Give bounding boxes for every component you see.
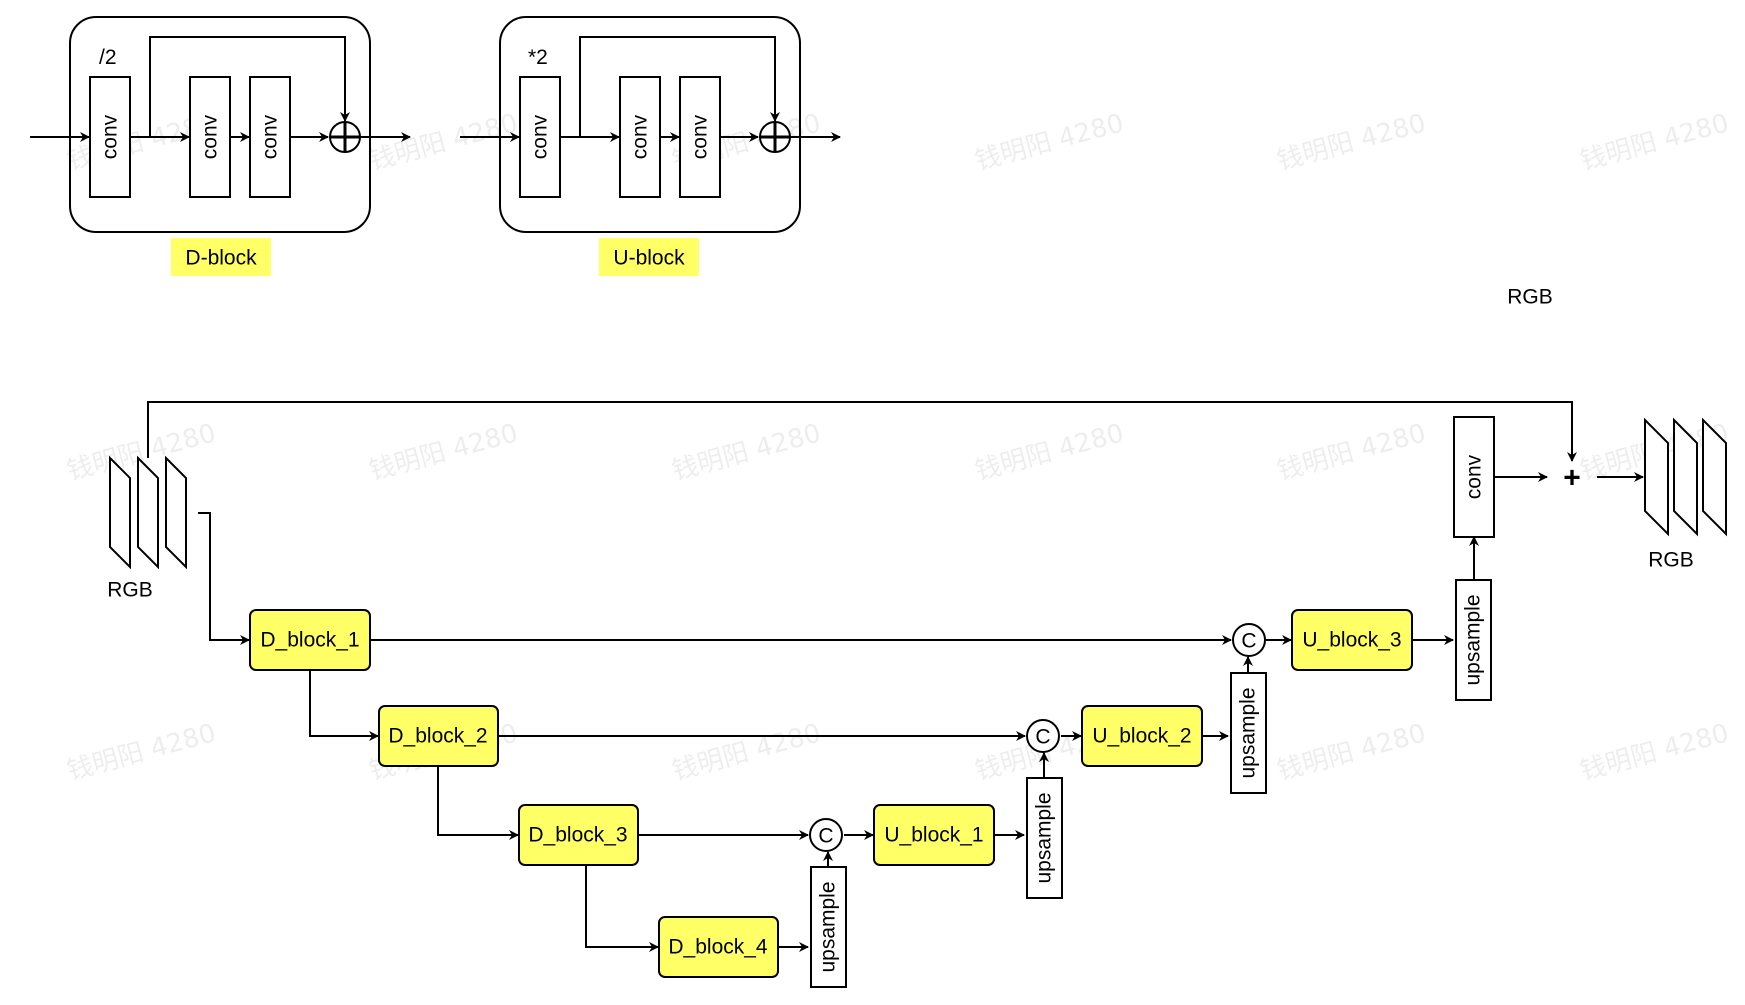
d-block-1 [249,609,371,671]
d-block-container [69,16,371,233]
d-block-1-label: D_block_1 [260,629,359,652]
watermark: 钱明阳 4280 [669,418,824,486]
concat-node-3-label: C [1241,630,1256,653]
final-conv-label: conv [1463,454,1486,499]
d-block-legend: conv /2 conv conv D-block [30,16,411,276]
watermark: 钱明阳 4280 [366,418,521,486]
floating-rgb-label: RGB [1507,286,1553,309]
upsample-2 [1026,777,1063,899]
final-conv [1453,416,1495,538]
watermark: 钱明阳 4280 [1274,108,1429,176]
upsample-3-label: upsample [1237,687,1260,778]
u-block-3-label: U_block_3 [1302,629,1401,652]
input-to-d-block-1-arrow [198,512,250,645]
d-block-conv-1 [89,76,131,198]
input-rgb-label: RGB [107,579,153,602]
u-block-container [499,16,801,233]
u-block-title-highlight [599,238,699,276]
concat-node-1-label: C [818,825,833,848]
concat-node-2 [1026,719,1060,753]
watermark: 钱明阳 4280 [64,718,219,786]
d-block-sum-symbol [329,121,361,153]
upsample-2-label: upsample [1033,792,1056,883]
u-block-skip-connection [579,36,780,137]
d-block-4 [658,916,779,978]
d-block-conv-3 [249,76,291,198]
concat-node-2-label: C [1035,726,1050,749]
d-block-conv-1-label: conv [99,114,122,159]
d-block-2 [378,705,499,767]
upsample-3 [1230,672,1267,794]
watermark: 钱明阳 4280 [1577,718,1732,786]
d-block-3-to-d-block-4-arrow [585,865,659,952]
watermark: 钱明阳 4280 [366,108,521,176]
input-rgb-stack [109,455,187,570]
d-block-4-label: D_block_4 [668,936,768,959]
output-rgb-label: RGB [1648,549,1694,572]
u-block-2-label: U_block_2 [1092,725,1191,748]
u-block-1-label: U_block_1 [884,824,983,847]
concat-node-1 [809,818,843,852]
upsample-1 [810,866,847,988]
upsample-4-label: upsample [1462,594,1485,685]
u-block-conv-2 [619,76,661,198]
u-block-conv-3 [679,76,721,198]
u-block-title: U-block [613,247,685,270]
d-block-1-to-d-block-2-arrow [309,670,379,741]
d-block-conv-2-label: conv [199,114,222,159]
u-block-1 [873,804,995,866]
output-rgb-stack [1644,417,1727,537]
u-block-conv-1 [519,76,561,198]
watermark: 钱明阳 4280 [972,418,1127,486]
watermark: 钱明阳 4280 [1577,108,1732,176]
upsample-1-label: upsample [817,881,840,972]
watermark: 钱明阳 4280 [972,108,1127,176]
watermark: 钱明阳 4280 [1274,718,1429,786]
u-block-sum-symbol [759,121,791,153]
u-block-conv-1-label: conv [529,114,552,159]
watermark: 钱明阳 4280 [1274,418,1429,486]
d-block-conv-2 [189,76,231,198]
u-block-scale-note: *2 [528,46,548,69]
unet-network: RGB D_block_1 D_block_2 [107,401,1727,988]
d-block-3 [518,804,639,866]
concat-node-3 [1232,623,1266,657]
d-block-title: D-block [185,247,257,270]
u-block-2 [1081,705,1203,767]
watermark: 钱明阳 4280 [669,718,824,786]
d-block-2-label: D_block_2 [388,725,487,748]
sum-symbol: + [1563,462,1581,495]
d-block-2-to-d-block-3-arrow [437,766,519,840]
d-block-skip-connection [149,36,350,137]
d-block-3-label: D_block_3 [528,824,627,847]
d-block-scale-note: /2 [99,46,117,69]
d-block-conv-3-label: conv [259,114,282,159]
d-block-title-highlight [171,238,271,276]
upsample-4 [1455,579,1492,701]
u-block-conv-2-label: conv [629,114,652,159]
u-block-3 [1291,609,1413,671]
u-block-legend: conv *2 conv conv U-block [460,16,841,276]
global-skip-connection [147,401,1577,462]
u-block-conv-3-label: conv [689,114,712,159]
